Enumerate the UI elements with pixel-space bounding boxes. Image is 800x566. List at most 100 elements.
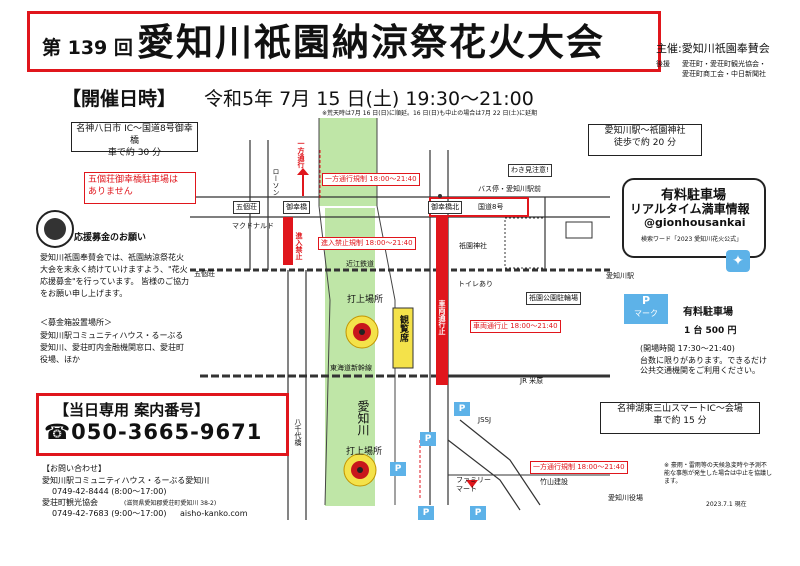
contact-title: 【お問い合わせ】 (42, 464, 106, 473)
label-shinkansen: 東海道新幹線 (330, 364, 372, 372)
label-family: ファミリー マート (456, 476, 491, 493)
river-bank-right (376, 118, 396, 505)
vehicle-ban-road (436, 217, 448, 385)
label-gokasho-station: 五個荘 (194, 270, 215, 278)
legend-label: マーク (634, 309, 658, 318)
oneway-arrow-down (466, 480, 478, 488)
access-walk: 愛知川駅～祇園神社 (604, 126, 686, 136)
donation-body: 愛知川祇園奉賛会では、祇園納涼祭花火大会を末永く続けていけますよう、"花火応援募… (40, 253, 190, 298)
twitter-icon[interactable]: ✦ (726, 250, 750, 272)
label-yachiyo: 八千代橋 (294, 418, 302, 446)
access-walk-time: 徒歩で約 20 分 (613, 138, 677, 148)
sponsor-label: 後援 (656, 60, 670, 68)
label-mcdonalds: マクドナルド (232, 222, 274, 230)
river-bank-left (318, 118, 331, 506)
label-bus-stop: バス停・愛知川駅前 (478, 185, 541, 193)
park-strip-top (319, 118, 377, 206)
label-route8: 国道8号 (478, 203, 504, 211)
diagonal-road (459, 419, 541, 506)
parking-marker-2: P (420, 432, 436, 446)
no-entry-road (283, 217, 293, 265)
parking-account[interactable]: @gionhousankai (644, 216, 746, 229)
label-traffic-regulation: 一方通行規制 18:00～21:40 (322, 173, 420, 186)
access-smart-ic-time: 車で約 15 分 (653, 416, 707, 426)
hotline-number: ☎050-3665-9671 (44, 420, 263, 444)
paid-parking-hours: (開場時間 17:30～21:40) (640, 344, 735, 353)
no-parking-notice: 五個荘御幸橋駐車場は ありません (84, 172, 196, 204)
label-lawson: ローソン (272, 168, 280, 196)
label-jr: JR 米原 (520, 377, 544, 385)
parking-marker-1: P (454, 402, 470, 416)
schedule-note: ※荒天時は7月 16 日(日)に順延。16 日(日)も中止の場合は7月 22 日… (322, 110, 538, 117)
label-launch-site: 打上場所 (347, 295, 384, 305)
label-viewing-area: 観覧席 (398, 315, 408, 342)
parking-realtime: リアルタイム満車情報 (630, 202, 750, 216)
access-smart-ic: 名神湖東三山スマートIC～会場 (617, 404, 743, 414)
station-block (504, 217, 546, 269)
parking-info-title: 有料駐車場 (661, 188, 727, 203)
contact-org1: 愛知川駅コミュニティハウス・るーぶる愛知川 (42, 476, 210, 485)
paid-parking-title: 有料駐車場 (683, 307, 733, 318)
label-bridge-miyuki: 御幸橋 (283, 201, 310, 214)
oneway-arrow-up (297, 168, 309, 175)
legend-p: P (641, 294, 651, 307)
donation-places-title: ＜募金箱設置場所＞ (40, 318, 112, 327)
label-bridge-gokasho: 五個荘 (233, 201, 260, 214)
parking-info-bubble (622, 178, 766, 258)
label-townhall: 愛知川役場 (608, 494, 643, 502)
traffic-footnote: ※ 豪雨・雷雨等の天候急変時や予測不能な事態が発生した場合は中止を協議します。 (664, 462, 773, 485)
label-one-way-south: 一方通行規制 18:00～21:40 (530, 461, 628, 474)
access-smart-ic-box: 名神湖東三山スマートIC～会場 車で約 15 分 (600, 402, 760, 434)
sponsors-line2: 愛荘町商工会・中日新聞社 (682, 70, 766, 78)
parking-lot-right (565, 221, 593, 239)
hotline-title: 【当日専用 案内番号】 (54, 401, 210, 419)
schedule-date: 令和5年 7月 15 日(土) 19:30～21:00 (204, 88, 534, 110)
parking-marker-4: P (470, 506, 486, 520)
label-river: 愛知川 (356, 400, 370, 436)
label-no-entry: 進入禁止規制 18:00～21:40 (318, 237, 416, 250)
donation-title: 応援募金のお願い (74, 233, 147, 243)
label-launch-site-2: 打上場所 (346, 447, 383, 457)
organizer: 主催:愛知川祇園奉賛会 (656, 42, 770, 55)
access-car-ic: 名神八日市 IC～国道8号御幸橋 (76, 124, 193, 146)
parking-search: 検索ワード「2023 愛知川花火公式」 (641, 236, 743, 243)
date-stamp: 2023.7.1 現在 (706, 501, 747, 508)
diagonal-road-b (447, 439, 521, 511)
hotline-box (36, 393, 289, 456)
label-ohmi-line: 近江鉄道 (346, 260, 374, 268)
contact-tel2: 0749-42-7683 (9:00～17:00) (52, 509, 167, 518)
label-vehicle-ban: 車両通行止 (438, 300, 446, 335)
firework-bottom-icon (343, 453, 377, 487)
label-toilet: トイレあり (458, 280, 493, 288)
viewing-area-box (392, 307, 414, 369)
contact-site[interactable]: aisho-kanko.com (180, 509, 248, 518)
paid-parking-fee: 1 台 500 円 (684, 326, 737, 336)
label-gion-parking: 祇園公園駐輪場 (526, 292, 581, 305)
donation-logo (36, 210, 74, 248)
parking-marker-legend: P マーク (624, 294, 668, 324)
schedule-label: 【開催日時】 (62, 88, 177, 110)
parking-marker-5: P (418, 506, 434, 520)
donation-places: 愛知川駅コミュニティハウス・るーぶる愛知川、愛荘町内金融機関窓口、愛荘町役場、ほ… (40, 331, 184, 364)
label-echigawa-station: 愛知川駅 (606, 272, 634, 280)
paid-parking-note: 台数に限りがあります。できるだけ公共交通機関をご利用ください。 (640, 356, 768, 375)
label-one-way-north: 一方通行 (297, 140, 305, 168)
contact-org2-address: (滋賀県愛知郡愛荘町愛知川 38-2) (124, 500, 217, 507)
title-prefix: 第 139 回 (42, 37, 133, 59)
access-walk-box: 愛知川駅～祇園神社 徒歩で約 20 分 (588, 124, 702, 156)
title-banner (27, 11, 661, 72)
contact-org2: 愛荘町観光協会 (42, 498, 98, 507)
firework-top-icon (345, 315, 379, 349)
label-gion-shrine: 祇園神社 (459, 242, 487, 250)
parking-marker-3: P (390, 462, 406, 476)
label-vehicle-ban-time: 車両通行止 18:00～21:40 (470, 320, 561, 333)
access-car-ic-time: 車で約 30 分 (107, 148, 162, 158)
page-title: 愛知川祇園納涼祭花火大会 (137, 20, 605, 64)
label-north-arrow: わき見注意! (508, 164, 552, 177)
donation-logo-inner (44, 218, 66, 240)
access-car-ic-box: 名神八日市 IC～国道8号御幸橋 車で約 30 分 (71, 122, 198, 158)
contact-tel1: 0749-42-8444 (8:00～17:00) (52, 487, 167, 496)
sponsors-line1: 愛荘町・愛荘町観光協会・ (682, 60, 766, 68)
label-takeyama: 竹山建設 (540, 478, 568, 486)
traffic-light-1 (438, 194, 442, 198)
